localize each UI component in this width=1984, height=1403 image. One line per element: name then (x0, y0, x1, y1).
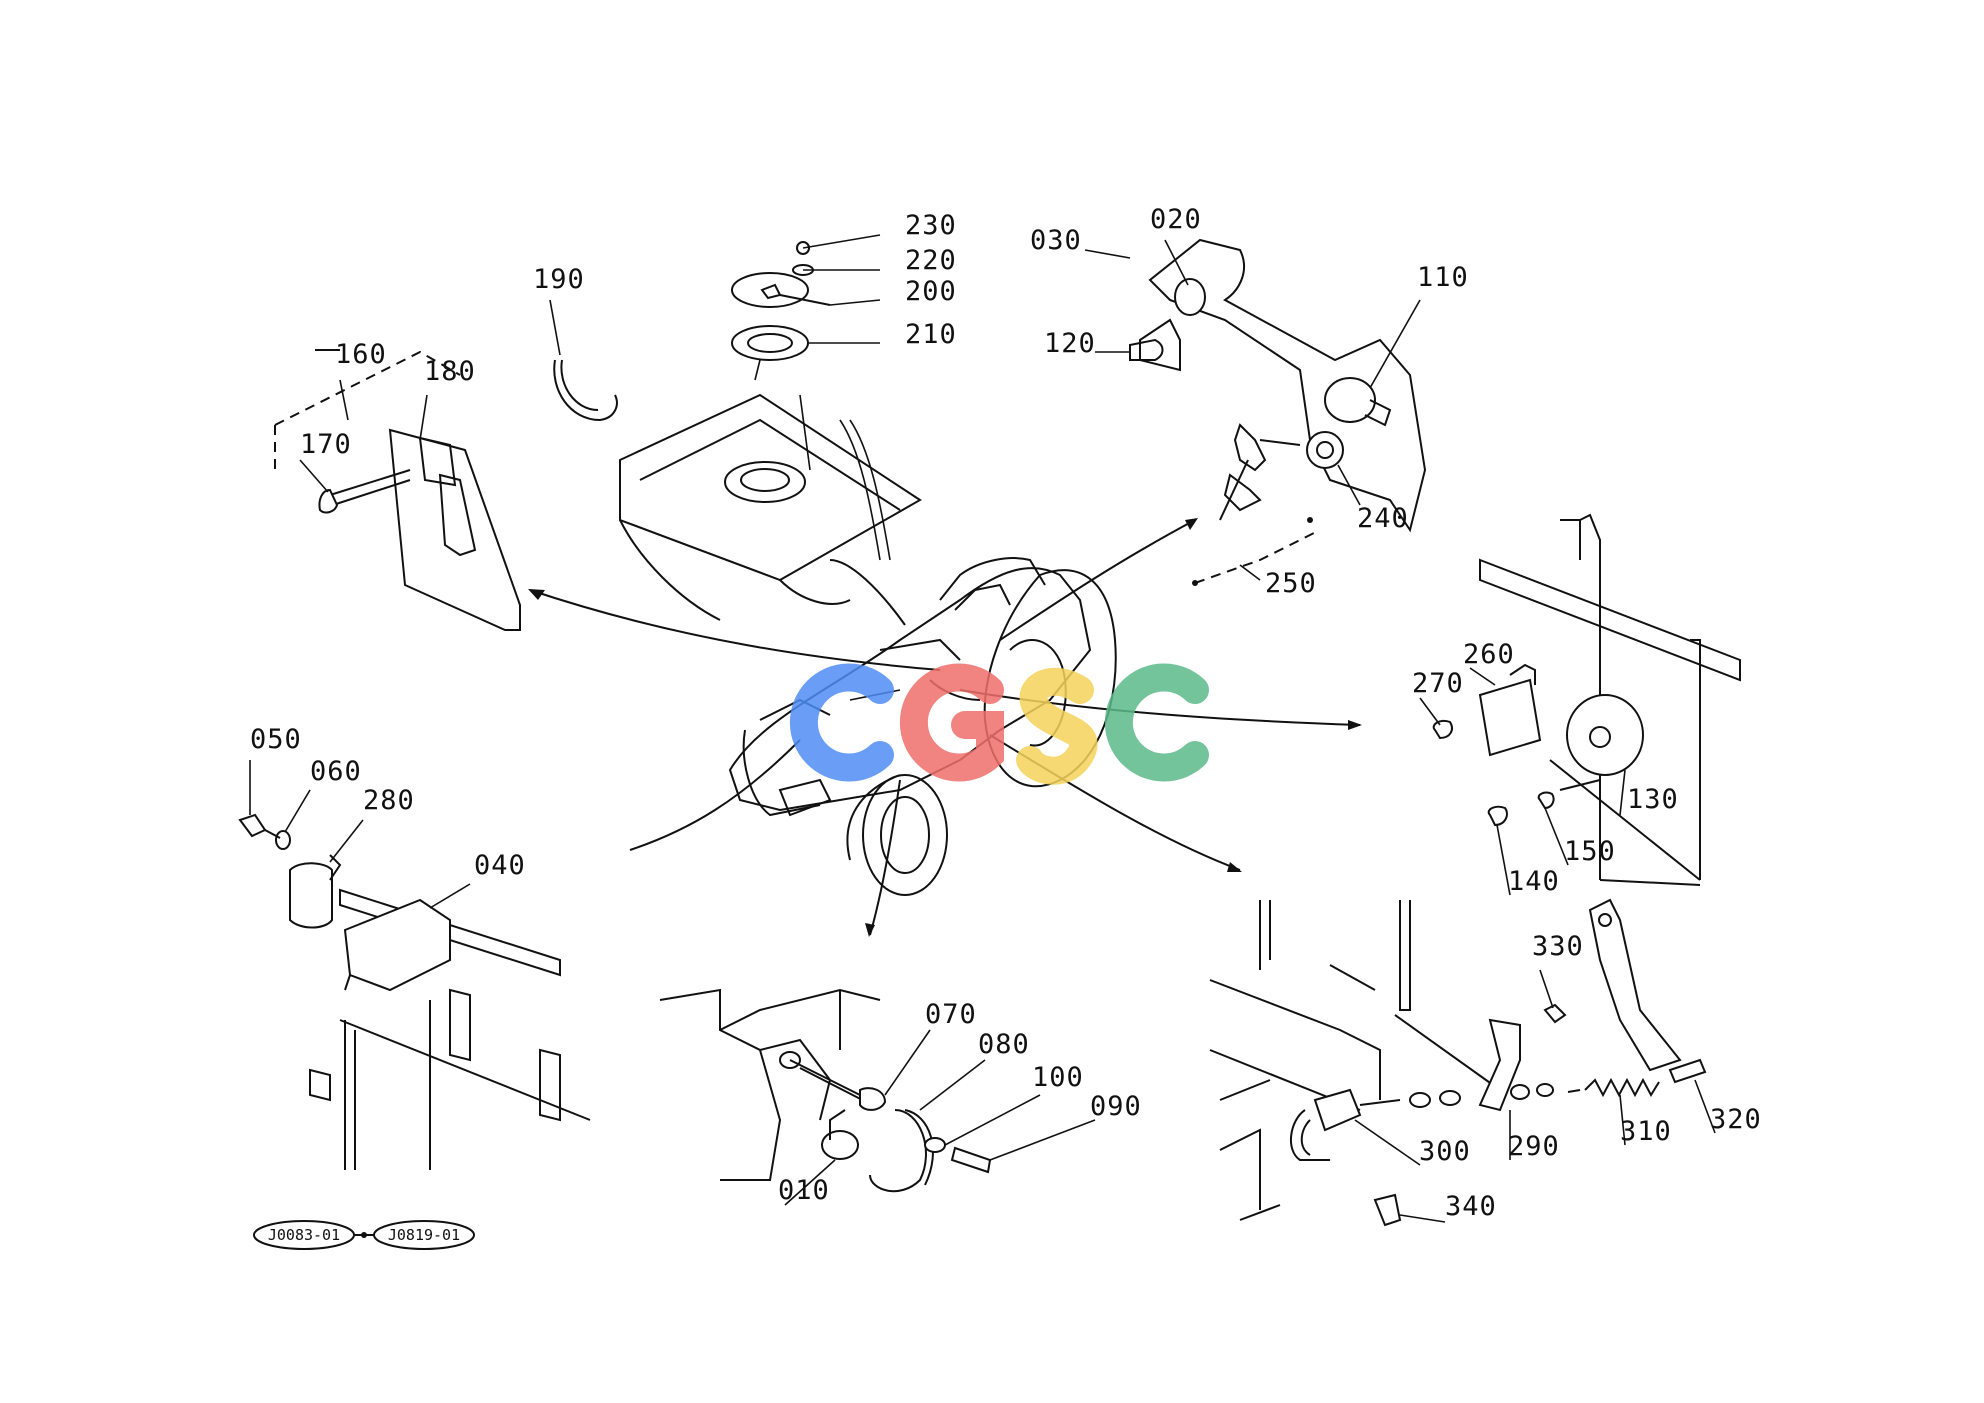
callout-230: 230 (905, 210, 957, 241)
callout-330: 330 (1532, 931, 1584, 962)
switch-panel-group (1129, 238, 1427, 586)
callout-170: 170 (300, 429, 352, 460)
callout-220: 220 (905, 245, 957, 276)
callout-240: 240 (1357, 503, 1409, 534)
starter-switch-group (659, 988, 992, 1193)
callout-260: 260 (1463, 639, 1515, 670)
reference-codes: J0083-01 J0819-01 (253, 1220, 475, 1250)
fuel-tank-group (619, 241, 922, 621)
callout-090: 090 (1090, 1091, 1142, 1122)
hose-clamp-190 (553, 359, 618, 422)
callout-100: 100 (1032, 1062, 1084, 1093)
horn-group (1432, 513, 1741, 886)
reference-code-2: J0819-01 (388, 1226, 460, 1244)
reference-code-1: J0083-01 (268, 1226, 340, 1244)
callout-050: 050 (250, 724, 302, 755)
leader-lines (249, 234, 1716, 1223)
callout-030: 030 (1030, 225, 1082, 256)
leader-arrows (528, 518, 1362, 937)
callout-110: 110 (1417, 262, 1469, 293)
callout-190: 190 (533, 264, 585, 295)
callout-labels: 0100200300400500600700800901001101201301… (250, 204, 1762, 1222)
panel-group-left (274, 349, 521, 631)
callout-340: 340 (1445, 1191, 1497, 1222)
callout-010: 010 (778, 1175, 830, 1206)
relay-bracket-group (238, 813, 591, 1170)
callout-040: 040 (474, 850, 526, 881)
callout-210: 210 (905, 319, 957, 350)
callout-060: 060 (310, 756, 362, 787)
callout-140: 140 (1508, 866, 1560, 897)
callout-250: 250 (1265, 568, 1317, 599)
callout-120: 120 (1044, 328, 1096, 359)
callout-020: 020 (1150, 204, 1202, 235)
callout-280: 280 (363, 785, 415, 816)
callout-320: 320 (1710, 1104, 1762, 1135)
callout-270: 270 (1412, 668, 1464, 699)
callout-150: 150 (1564, 836, 1616, 867)
callout-180: 180 (424, 356, 476, 387)
callout-310: 310 (1620, 1116, 1672, 1147)
callout-290: 290 (1508, 1131, 1560, 1162)
callout-160: 160 (335, 339, 387, 370)
callout-070: 070 (925, 999, 977, 1030)
brake-switch-group (1209, 898, 1707, 1227)
callout-080: 080 (978, 1029, 1030, 1060)
callout-300: 300 (1419, 1136, 1471, 1167)
watermark-logo (789, 663, 1209, 785)
callout-130: 130 (1627, 784, 1679, 815)
callout-200: 200 (905, 276, 957, 307)
